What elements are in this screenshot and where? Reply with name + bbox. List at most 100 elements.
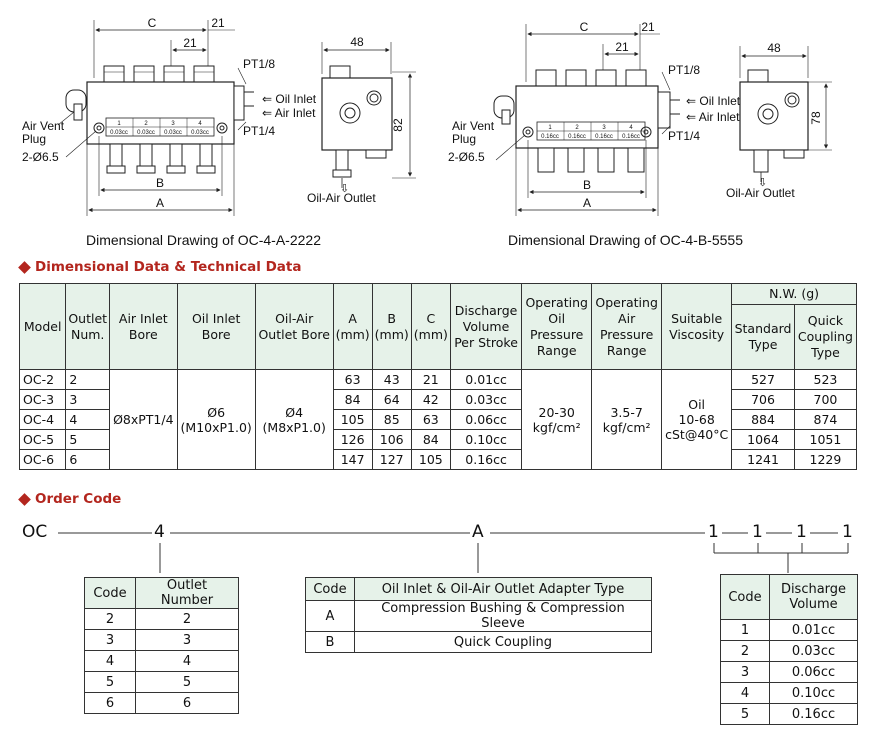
right-port-3: 3 (602, 125, 606, 131)
right-oil-inlet-label: ⇐ Oil Inlet (686, 94, 741, 108)
cell-value: Compression Bushing & Compression Sleeve (354, 600, 652, 632)
cell-model: OC-2 (18, 369, 67, 390)
order-code-d3: 1 (796, 522, 807, 542)
cell-model: OC-6 (18, 449, 67, 470)
left-port-vol-1: 0.03cc (110, 130, 128, 136)
oil-bore-line-2: (M10xP1.0) (180, 419, 252, 435)
cell-b: 106 (371, 429, 412, 450)
cell-code: 6 (84, 692, 136, 714)
cell-outlet: 6 (65, 449, 111, 470)
cell-c: 21 (410, 369, 451, 390)
cell-value: 6 (135, 692, 239, 714)
cell-standard: 706 (731, 389, 795, 410)
th-code: Code (84, 577, 136, 609)
viscosity-line-2: 10-68 (678, 412, 715, 427)
cell-outlet: 3 (65, 389, 111, 410)
left-dim-b: B (156, 176, 164, 190)
th-c: C (mm) (410, 283, 451, 370)
left-side-view (321, 42, 416, 188)
right-dim-78: 78 (809, 111, 823, 125)
cell-quick: 1229 (793, 449, 858, 470)
cell-b: 85 (371, 409, 412, 430)
cell-discharge: 0.10cc (449, 429, 523, 450)
diamond-icon (18, 260, 31, 274)
cell-b: 43 (371, 369, 412, 390)
order-section-heading: Order Code (18, 491, 121, 507)
cell-value: 2 (135, 608, 239, 630)
oil-pressure-line-1: 20-30 (538, 404, 575, 420)
cell-standard: 1241 (731, 449, 795, 470)
oil-bore-line-1: Ø6 (207, 404, 226, 420)
cell-value: 0.06cc (769, 661, 858, 683)
order-code-d4: 1 (842, 522, 853, 542)
th-discharge-line-2: Volume (789, 597, 838, 612)
right-side-view (739, 46, 832, 182)
order-code-diagram (58, 532, 849, 573)
spec-section-heading: Dimensional Data & Technical Data (18, 259, 302, 275)
cell-code: 2 (84, 608, 136, 630)
order-code-d1: 1 (708, 522, 719, 542)
cell-code: 2 (720, 640, 770, 662)
cell-a: 105 (332, 409, 373, 430)
cell-value: 0.01cc (769, 619, 858, 641)
left-dim-82: 82 (391, 118, 405, 132)
cell-outlet: 4 (65, 409, 111, 430)
cell-code: 5 (720, 703, 770, 725)
cell-oil-bore: Ø6(M10xP1.0) (176, 369, 256, 470)
th-outlet-number: Outlet Number (135, 577, 239, 609)
th-air-pressure: Operating Air Pressure Range (591, 283, 663, 370)
cell-value: Quick Coupling (354, 631, 652, 653)
right-port-vol-3: 0.16cc (595, 134, 613, 140)
left-dim-c: C (148, 16, 157, 30)
cell-b: 64 (371, 389, 412, 410)
cell-discharge: 0.16cc (449, 449, 523, 470)
left-outlet-arrow-icon: ⇩ (340, 183, 349, 195)
cell-quick: 700 (793, 389, 858, 410)
right-port-vol-1: 0.16cc (541, 134, 559, 140)
left-port-vol-2: 0.03cc (137, 130, 155, 136)
th-oil-pressure: Operating Oil Pressure Range (521, 283, 593, 370)
cell-quick: 874 (793, 409, 858, 430)
th-a: A (mm) (332, 283, 373, 370)
right-air-vent-label: Air Vent (452, 119, 495, 133)
left-air-vent-label: Air Vent (22, 119, 65, 133)
cell-value: 0.03cc (769, 640, 858, 662)
left-port-vol-3: 0.03cc (164, 130, 182, 136)
cell-outlet: 5 (65, 429, 111, 450)
right-pt14-label: PT1/4 (668, 129, 700, 143)
order-code-type: A (472, 522, 484, 542)
table-row: OC-6 6 147 127 105 0.16cc 1241 1229 (18, 449, 858, 470)
th-standard: Standard Type (731, 304, 795, 370)
spec-section-title: Dimensional Data & Technical Data (35, 259, 302, 275)
cell-code: 3 (720, 661, 770, 683)
right-dim-48: 48 (767, 41, 781, 55)
left-dim-48: 48 (350, 35, 364, 49)
oilair-bore-line-2: (M8xP1.0) (262, 419, 326, 435)
cell-code: 5 (84, 671, 136, 693)
cell-c: 105 (410, 449, 451, 470)
order-code-prefix: OC (22, 522, 48, 542)
th-nw: N.W. (g) (731, 283, 857, 305)
cell-air-bore: Ø8xPT1/4 (109, 369, 178, 470)
left-port-3: 3 (171, 121, 175, 127)
cell-standard: 884 (731, 409, 795, 430)
right-dim-b: B (583, 178, 591, 192)
right-port-2: 2 (575, 125, 579, 131)
cell-value: 4 (135, 650, 239, 672)
th-oilair-bore: Oil-Air Outlet Bore (254, 283, 334, 370)
cell-outlet: 2 (65, 369, 111, 390)
right-port-4: 4 (629, 125, 633, 131)
